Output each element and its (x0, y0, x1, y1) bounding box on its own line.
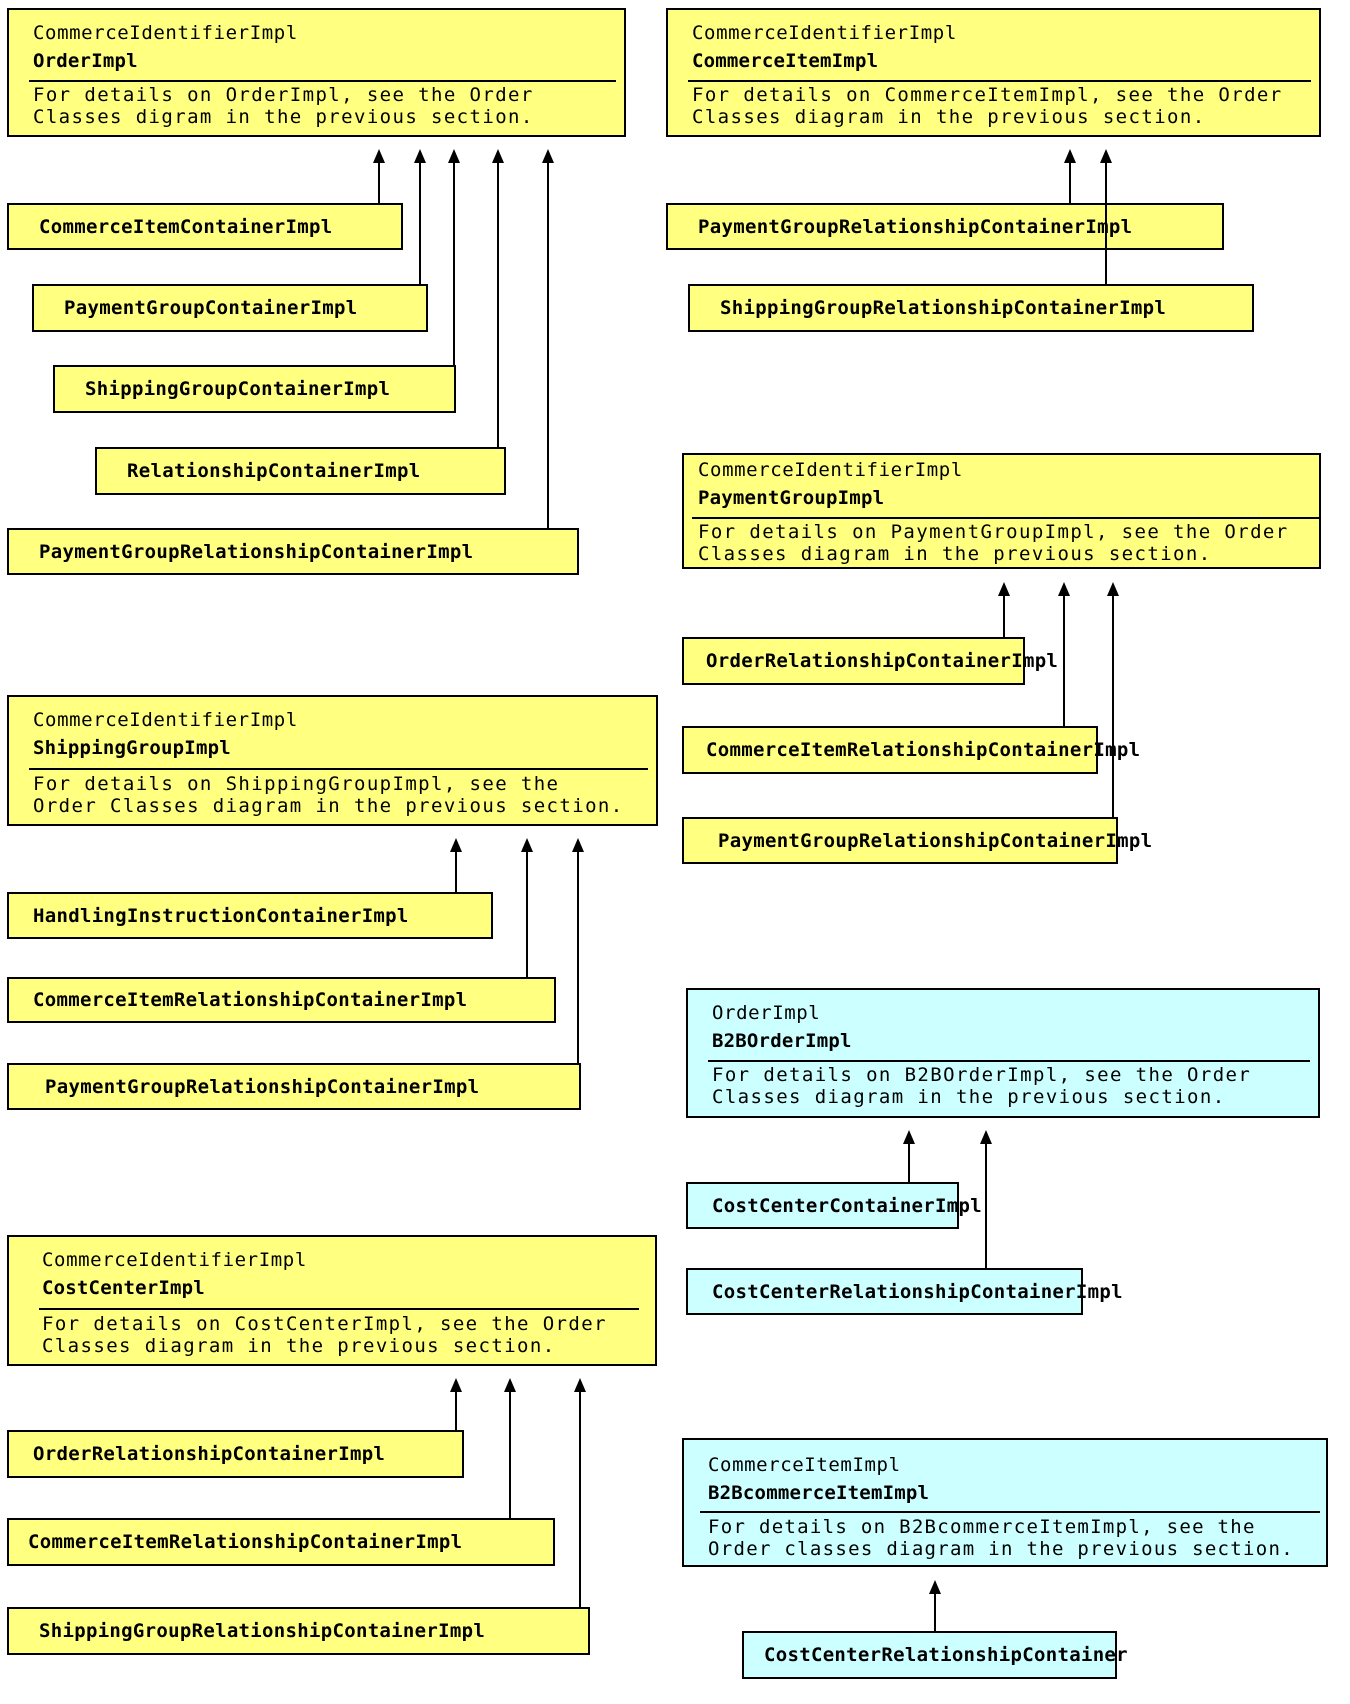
class-description: For details on ShippingGroupImpl, see th… (33, 773, 624, 817)
arrowhead-icon (1058, 582, 1070, 596)
separator-line (708, 1060, 1310, 1062)
class-name: CommerceItemImpl (692, 50, 879, 72)
superclass-label: OrderImpl (712, 1002, 821, 1024)
class-description: For details on PaymentGroupImpl, see the… (698, 521, 1289, 565)
class-name: PaymentGroupRelationshipContainerImpl (698, 215, 1133, 238)
class-name: PaymentGroupContainerImpl (64, 297, 358, 319)
class-box-payment-group-relationship-container-impl: PaymentGroupRelationshipContainerImpl (7, 528, 579, 575)
class-box-commerce-item-relationship-container-impl: CommerceItemRelationshipContainerImpl (7, 1518, 555, 1566)
arrowhead-icon (542, 149, 554, 163)
class-description: For details on B2BOrderImpl, see the Ord… (712, 1064, 1252, 1108)
class-name: RelationshipContainerImpl (127, 460, 421, 482)
superclass-label: CommerceIdentifierImpl (698, 459, 963, 481)
class-box-payment-group-relationship-container-impl: PaymentGroupRelationshipContainerImpl (666, 203, 1224, 250)
class-name: B2BOrderImpl (712, 1030, 852, 1052)
class-box-commerce-item-impl: CommerceIdentifierImpl CommerceItemImpl … (666, 8, 1321, 137)
arrowhead-icon (572, 838, 584, 852)
class-description: For details on OrderImpl, see the Order … (33, 84, 534, 128)
class-box-b2b-commerce-item-impl: CommerceItemImpl B2BcommerceItemImpl For… (682, 1438, 1328, 1567)
class-name: OrderImpl (33, 50, 138, 72)
separator-line (39, 1308, 639, 1310)
class-name: HandlingInstructionContainerImpl (33, 904, 409, 927)
class-box-payment-group-impl: CommerceIdentifierImpl PaymentGroupImpl … (682, 453, 1321, 569)
class-name: ShippingGroupImpl (33, 737, 231, 759)
arrowhead-icon (903, 1130, 915, 1144)
class-box-cost-center-relationship-container: CostCenterRelationshipContainer (742, 1631, 1128, 1679)
class-box-relationship-container-impl: RelationshipContainerImpl (95, 447, 506, 495)
class-name: B2BcommerceItemImpl (708, 1482, 930, 1504)
class-box-cost-center-relationship-container-impl: CostCenterRelationshipContainerImpl (686, 1268, 1123, 1315)
class-name: OrderRelationshipContainerImpl (33, 1443, 386, 1465)
separator-line (700, 1511, 1320, 1513)
class-box-cost-center-impl: CommerceIdentifierImpl CostCenterImpl Fo… (7, 1235, 657, 1366)
class-name: CommerceItemContainerImpl (39, 215, 333, 238)
class-description: For details on B2BcommerceItemImpl, see … (708, 1516, 1294, 1560)
class-box-commerce-item-relationship-container-impl: CommerceItemRelationshipContainerImpl (682, 726, 1140, 774)
class-box-commerce-item-relationship-container-impl: CommerceItemRelationshipContainerImpl (7, 977, 556, 1023)
class-name: CommerceItemRelationshipContainerImpl (28, 1531, 463, 1553)
class-name: CommerceItemRelationshipContainerImpl (33, 989, 468, 1011)
class-box-b2b-order-impl: OrderImpl B2BOrderImpl For details on B2… (686, 988, 1320, 1118)
class-name: ShippingGroupContainerImpl (85, 378, 391, 400)
separator-line (692, 517, 1319, 519)
class-name: PaymentGroupRelationshipContainerImpl (718, 829, 1153, 852)
arrowhead-icon (521, 838, 533, 852)
arrowhead-icon (980, 1130, 992, 1144)
class-name: ShippingGroupRelationshipContainerImpl (39, 1620, 486, 1642)
class-box-shipping-group-relationship-container-impl: ShippingGroupRelationshipContainerImpl (688, 284, 1254, 332)
class-box-shipping-group-impl: CommerceIdentifierImpl ShippingGroupImpl… (7, 695, 658, 826)
class-name: CostCenterRelationshipContainer (764, 1644, 1128, 1666)
class-name: CommerceItemRelationshipContainerImpl (706, 739, 1141, 761)
superclass-label: CommerceItemImpl (708, 1454, 901, 1476)
arrowhead-icon (1107, 582, 1119, 596)
class-name: PaymentGroupImpl (698, 487, 885, 509)
class-name: CostCenterRelationshipContainerImpl (712, 1280, 1123, 1303)
arrowhead-icon (1064, 149, 1076, 163)
class-box-shipping-group-relationship-container-impl: ShippingGroupRelationshipContainerImpl (7, 1607, 590, 1655)
class-name: CostCenterContainerImpl (712, 1194, 982, 1217)
class-box-payment-group-relationship-container-impl: PaymentGroupRelationshipContainerImpl (7, 1063, 581, 1110)
superclass-label: CommerceIdentifierImpl (33, 709, 298, 731)
arrowhead-icon (492, 149, 504, 163)
class-box-payment-group-relationship-container-impl: PaymentGroupRelationshipContainerImpl (682, 817, 1152, 864)
class-box-order-relationship-container-impl: OrderRelationshipContainerImpl (7, 1430, 464, 1478)
class-box-payment-group-container-impl: PaymentGroupContainerImpl (32, 284, 428, 332)
separator-line (29, 80, 616, 82)
superclass-label: CommerceIdentifierImpl (42, 1249, 307, 1271)
arrowhead-icon (998, 582, 1010, 596)
class-name: ShippingGroupRelationshipContainerImpl (720, 297, 1167, 319)
class-box-handling-instruction-container-impl: HandlingInstructionContainerImpl (7, 892, 493, 939)
arrowhead-icon (448, 149, 460, 163)
superclass-label: CommerceIdentifierImpl (692, 22, 957, 44)
class-name: CostCenterImpl (42, 1277, 205, 1299)
arrowhead-icon (450, 838, 462, 852)
class-name: OrderRelationshipContainerImpl (706, 650, 1059, 672)
class-name: PaymentGroupRelationshipContainerImpl (45, 1075, 480, 1098)
class-box-order-relationship-container-impl: OrderRelationshipContainerImpl (682, 637, 1058, 685)
arrowhead-icon (414, 149, 426, 163)
arrowhead-icon (574, 1378, 586, 1392)
arrowhead-icon (504, 1378, 516, 1392)
class-box-shipping-group-container-impl: ShippingGroupContainerImpl (53, 365, 456, 413)
class-name: PaymentGroupRelationshipContainerImpl (39, 540, 474, 563)
class-box-commerce-item-container-impl: CommerceItemContainerImpl (7, 203, 403, 250)
class-box-cost-center-container-impl: CostCenterContainerImpl (686, 1182, 982, 1229)
separator-line (29, 768, 648, 770)
class-box-order-impl: CommerceIdentifierImpl OrderImpl For det… (7, 8, 626, 137)
arrowhead-icon (450, 1378, 462, 1392)
class-description: For details on CommerceItemImpl, see the… (692, 84, 1283, 128)
class-description: For details on CostCenterImpl, see the O… (42, 1313, 607, 1357)
superclass-label: CommerceIdentifierImpl (33, 22, 298, 44)
arrowhead-icon (373, 149, 385, 163)
arrowhead-icon (1100, 149, 1112, 163)
arrowhead-icon (929, 1580, 941, 1594)
separator-line (688, 80, 1311, 82)
